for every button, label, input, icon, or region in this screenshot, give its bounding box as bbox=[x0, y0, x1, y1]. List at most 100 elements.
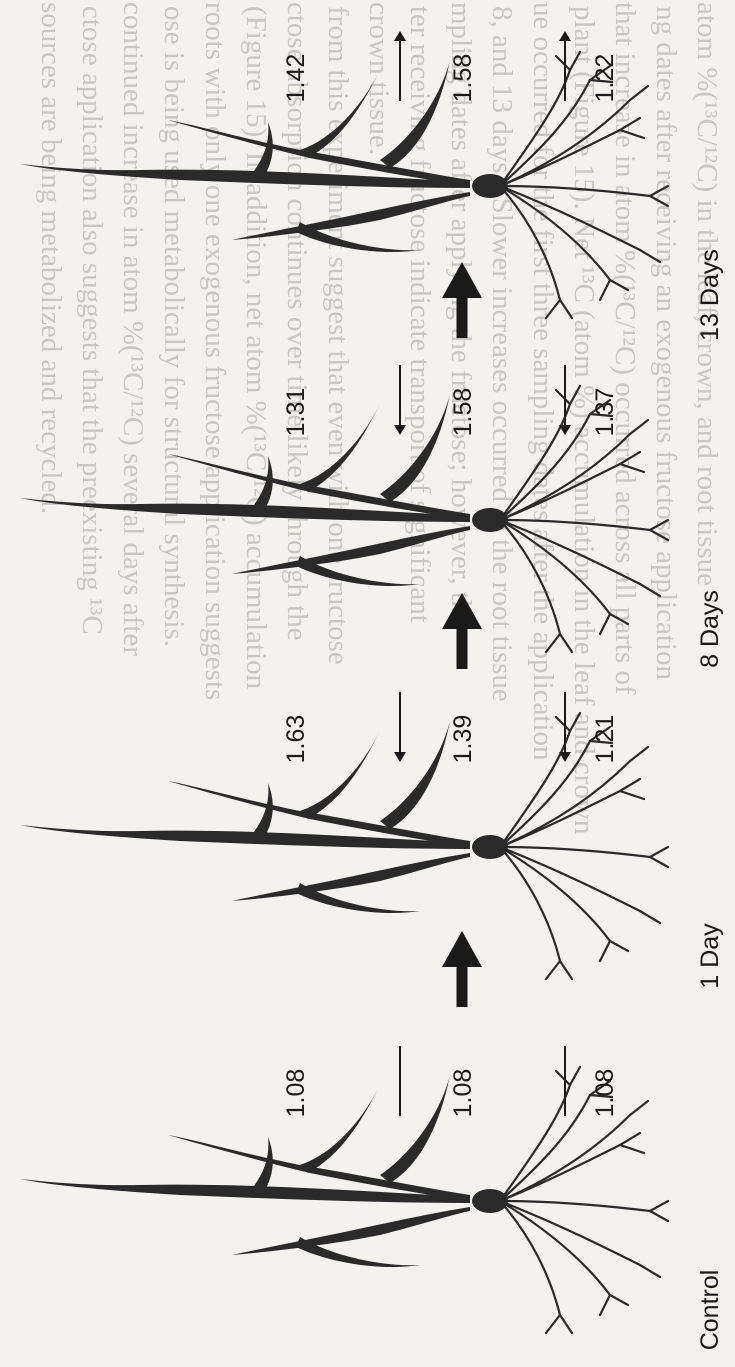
plant-2 bbox=[20, 386, 668, 652]
root bbox=[560, 961, 572, 979]
root bbox=[620, 464, 644, 472]
root bbox=[600, 614, 610, 634]
value-label: 1.21 bbox=[591, 715, 619, 764]
root bbox=[560, 634, 572, 652]
root bbox=[500, 520, 640, 584]
root bbox=[650, 1211, 668, 1221]
root bbox=[500, 414, 590, 520]
leaf-blade bbox=[232, 192, 470, 240]
transition-arrow-head bbox=[442, 931, 482, 967]
root bbox=[570, 713, 580, 731]
root bbox=[500, 1201, 560, 1315]
value-label: 1.22 bbox=[591, 54, 619, 103]
root bbox=[620, 1133, 640, 1145]
root bbox=[620, 130, 644, 138]
leaf-blade bbox=[380, 1075, 450, 1183]
root bbox=[500, 847, 610, 941]
root bbox=[610, 614, 628, 624]
root bbox=[630, 420, 648, 434]
root bbox=[500, 80, 590, 186]
plant-3 bbox=[20, 52, 668, 318]
root bbox=[500, 186, 640, 250]
leaf-blade bbox=[300, 731, 380, 819]
root bbox=[560, 300, 572, 318]
leaf-blade bbox=[380, 721, 450, 829]
root bbox=[500, 761, 630, 847]
root bbox=[600, 941, 610, 961]
leaf-blade bbox=[300, 70, 380, 158]
leaf-blade bbox=[232, 853, 470, 901]
root bbox=[500, 1201, 610, 1295]
root bbox=[650, 1201, 668, 1211]
root bbox=[620, 118, 640, 130]
root bbox=[650, 847, 668, 857]
root bbox=[500, 847, 640, 911]
root bbox=[610, 1295, 628, 1305]
root bbox=[500, 847, 560, 961]
value-label: 1.58 bbox=[449, 54, 477, 103]
root bbox=[570, 52, 580, 70]
panel-label: 8 Days bbox=[696, 590, 724, 668]
root bbox=[500, 186, 560, 300]
value-label: 1.08 bbox=[449, 1069, 477, 1118]
root bbox=[610, 941, 628, 951]
root bbox=[630, 1101, 648, 1115]
panel-label: 13 Days bbox=[696, 249, 724, 341]
root bbox=[556, 56, 570, 70]
arrow-head bbox=[394, 752, 406, 762]
root bbox=[620, 791, 644, 799]
leaf-blade bbox=[232, 526, 470, 574]
root bbox=[500, 100, 630, 186]
root bbox=[650, 520, 668, 530]
root bbox=[650, 857, 668, 867]
root bbox=[500, 1115, 630, 1201]
value-label: 1.37 bbox=[591, 388, 619, 437]
leaf-blade bbox=[20, 164, 470, 188]
root bbox=[546, 634, 560, 652]
root bbox=[650, 530, 668, 540]
leaf-blade bbox=[300, 404, 380, 492]
transition-arrow-head bbox=[442, 262, 482, 298]
root bbox=[500, 1095, 590, 1201]
root bbox=[556, 390, 570, 404]
leaf-blade bbox=[380, 60, 450, 168]
root bbox=[546, 961, 560, 979]
leaf-blade bbox=[20, 825, 470, 849]
root bbox=[570, 1067, 580, 1085]
panel-label: 1 Day bbox=[696, 923, 724, 989]
root bbox=[620, 779, 640, 791]
value-label: 1.58 bbox=[449, 388, 477, 437]
root bbox=[640, 584, 660, 596]
value-label: 1.63 bbox=[282, 715, 310, 764]
value-label: 1.08 bbox=[591, 1069, 619, 1118]
root bbox=[546, 300, 560, 318]
root bbox=[500, 741, 590, 847]
arrow-head bbox=[394, 425, 406, 435]
arrow-head bbox=[559, 752, 571, 762]
root bbox=[640, 1265, 660, 1277]
value-label: 1.42 bbox=[282, 54, 310, 103]
root bbox=[610, 280, 628, 290]
arrow-head bbox=[559, 425, 571, 435]
root bbox=[640, 250, 660, 262]
panel-label: Control bbox=[696, 1270, 724, 1351]
root bbox=[500, 1201, 640, 1265]
root bbox=[630, 86, 648, 100]
root bbox=[560, 1315, 572, 1333]
root bbox=[650, 196, 668, 206]
arrow-head bbox=[559, 31, 571, 41]
root bbox=[556, 1071, 570, 1085]
leaf-blade bbox=[20, 1179, 470, 1203]
root bbox=[630, 747, 648, 761]
root bbox=[620, 452, 640, 464]
root bbox=[500, 186, 610, 280]
root bbox=[500, 520, 610, 614]
plant-0 bbox=[20, 1067, 668, 1333]
root bbox=[500, 520, 560, 634]
root bbox=[620, 1145, 644, 1153]
leaf-blade bbox=[300, 1085, 380, 1173]
leaf-blade bbox=[232, 1207, 470, 1255]
plant-1 bbox=[20, 713, 668, 979]
